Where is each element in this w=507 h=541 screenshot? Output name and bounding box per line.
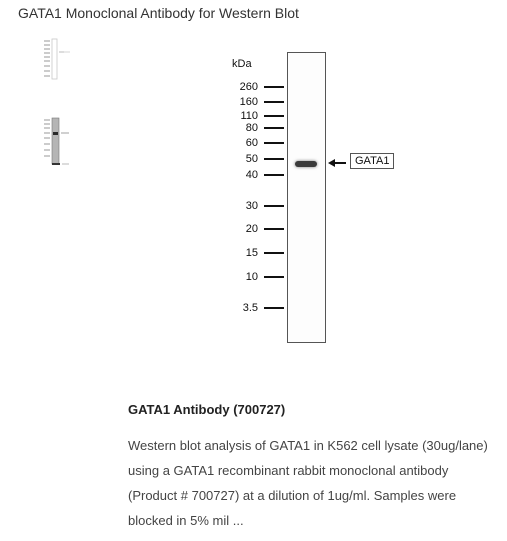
marker-row: 10 [228,271,284,283]
marker-label: 3.5 [242,302,258,314]
marker-label: 80 [245,122,258,134]
product-description: Western blot analysis of GATA1 in K562 c… [128,438,488,528]
gata1-band [295,161,317,167]
arrow-shaft [332,162,346,164]
product-heading: GATA1 Antibody (700727) [128,402,286,417]
thumbnail-blot-1[interactable] [42,38,72,80]
page-title: GATA1 Monoclonal Antibody for Western Bl… [18,5,299,21]
marker-label: 260 [239,81,258,93]
marker-row: 160 [228,96,284,108]
marker-tick [264,205,284,207]
marker-row: 15 [228,247,284,259]
marker-label: 110 [240,110,258,122]
arrow-left-icon [328,159,335,167]
marker-tick [264,276,284,278]
marker-tick [264,174,284,176]
marker-tick [264,101,284,103]
thumbnail-blot-2-image [44,117,69,165]
marker-label: 40 [245,169,258,181]
marker-label: 15 [245,247,258,259]
marker-label: 10 [245,271,258,283]
marker-label: 20 [245,223,258,235]
marker-tick [264,86,284,88]
marker-label: 30 [245,200,258,212]
marker-tick [264,228,284,230]
marker-row: 30 [228,200,284,212]
band-label: GATA1 [350,153,395,169]
blot-lane [287,52,326,343]
kda-unit-label: kDa [232,58,252,70]
marker-row: 110 [228,110,284,122]
marker-label: 50 [245,153,258,165]
western-blot-figure: kDa 260 160 110 80 60 50 40 30 20 15 10 [228,52,408,352]
marker-tick [264,307,284,309]
marker-tick [264,142,284,144]
marker-row: 60 [228,137,284,149]
marker-row: 3.5 [228,302,284,314]
marker-row: 20 [228,223,284,235]
marker-row: 40 [228,169,284,181]
marker-row: 50 [228,153,284,165]
marker-label: 60 [245,137,258,149]
marker-row: 260 [228,81,284,93]
thumbnail-blot-1-image [44,38,70,80]
marker-label: 160 [239,96,258,108]
marker-tick [264,252,284,254]
marker-row: 80 [228,122,284,134]
marker-tick [264,158,284,160]
thumbnail-blot-2[interactable] [42,116,72,168]
marker-tick [264,115,284,117]
marker-tick [264,127,284,129]
